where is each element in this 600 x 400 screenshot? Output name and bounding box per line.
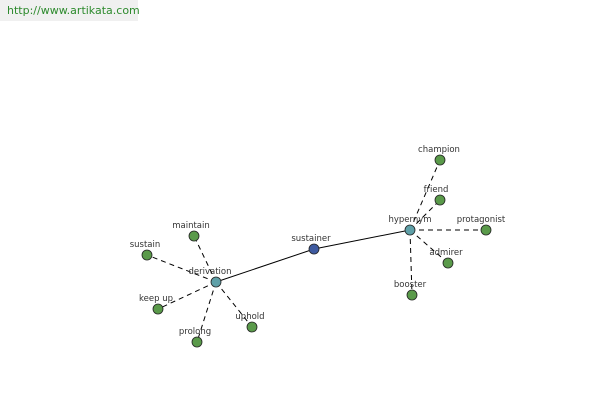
node-dot[interactable]: [442, 257, 454, 269]
node-word-booster[interactable]: booster: [394, 280, 427, 301]
node-label: uphold: [235, 312, 264, 322]
node-label: derivation: [188, 267, 231, 277]
node-word-prolong[interactable]: prolong: [179, 327, 211, 348]
node-word-admirer[interactable]: admirer: [429, 248, 463, 269]
edge-hypernym-champion: [409, 159, 441, 231]
node-dot[interactable]: [406, 289, 418, 301]
edge-hypernym-friend: [409, 199, 441, 231]
node-dot[interactable]: [404, 224, 416, 236]
node-dot[interactable]: [152, 303, 164, 315]
node-dot[interactable]: [188, 230, 200, 242]
node-dot[interactable]: [210, 276, 222, 288]
watermark-bar: http://www.artikata.com: [0, 0, 140, 21]
graph-edges: [146, 159, 486, 343]
edge-center-derivation: [215, 248, 315, 283]
node-word-keep-up[interactable]: keep up: [139, 294, 173, 315]
node-label: champion: [418, 145, 460, 155]
node-word-maintain[interactable]: maintain: [172, 221, 210, 242]
node-label: keep up: [139, 294, 173, 304]
edge-derivation-uphold: [215, 281, 253, 328]
edge-hypernym-booster: [409, 229, 413, 296]
node-label: prolong: [179, 327, 211, 337]
node-dot[interactable]: [191, 336, 203, 348]
edge-center-hypernym: [313, 229, 411, 250]
node-dot[interactable]: [308, 243, 320, 255]
node-label: sustain: [130, 240, 161, 250]
node-word-sustain[interactable]: sustain: [130, 240, 161, 261]
node-label: hypernym: [388, 215, 431, 225]
node-label: protagonist: [457, 215, 506, 225]
node-word-protagonist[interactable]: protagonist: [457, 215, 506, 236]
node-label: friend: [424, 185, 449, 195]
node-label: sustainer: [291, 234, 331, 244]
edge-derivation-keep-up: [157, 281, 217, 310]
node-relation-hypernym[interactable]: hypernym: [388, 215, 432, 236]
graph-nodes: sustainer derivation hypernym maintain s…: [130, 145, 506, 348]
node-dot[interactable]: [434, 154, 446, 166]
edge-derivation-prolong: [196, 281, 217, 343]
node-dot[interactable]: [480, 224, 492, 236]
node-label: admirer: [429, 248, 463, 258]
node-dot[interactable]: [246, 321, 258, 333]
edge-hypernym-admirer: [409, 229, 449, 264]
node-word-friend[interactable]: friend: [424, 185, 449, 206]
node-label: booster: [394, 280, 427, 290]
edge-derivation-sustain: [146, 254, 217, 283]
node-dot[interactable]: [434, 194, 446, 206]
node-word-champion[interactable]: champion: [418, 145, 460, 166]
node-dot[interactable]: [141, 249, 153, 261]
watermark-link[interactable]: http://www.artikata.com: [7, 4, 140, 17]
node-relation-derivation[interactable]: derivation: [188, 267, 232, 288]
node-word-uphold[interactable]: uphold: [235, 312, 265, 333]
node-label: maintain: [172, 221, 210, 231]
node-center[interactable]: sustainer: [291, 234, 331, 255]
